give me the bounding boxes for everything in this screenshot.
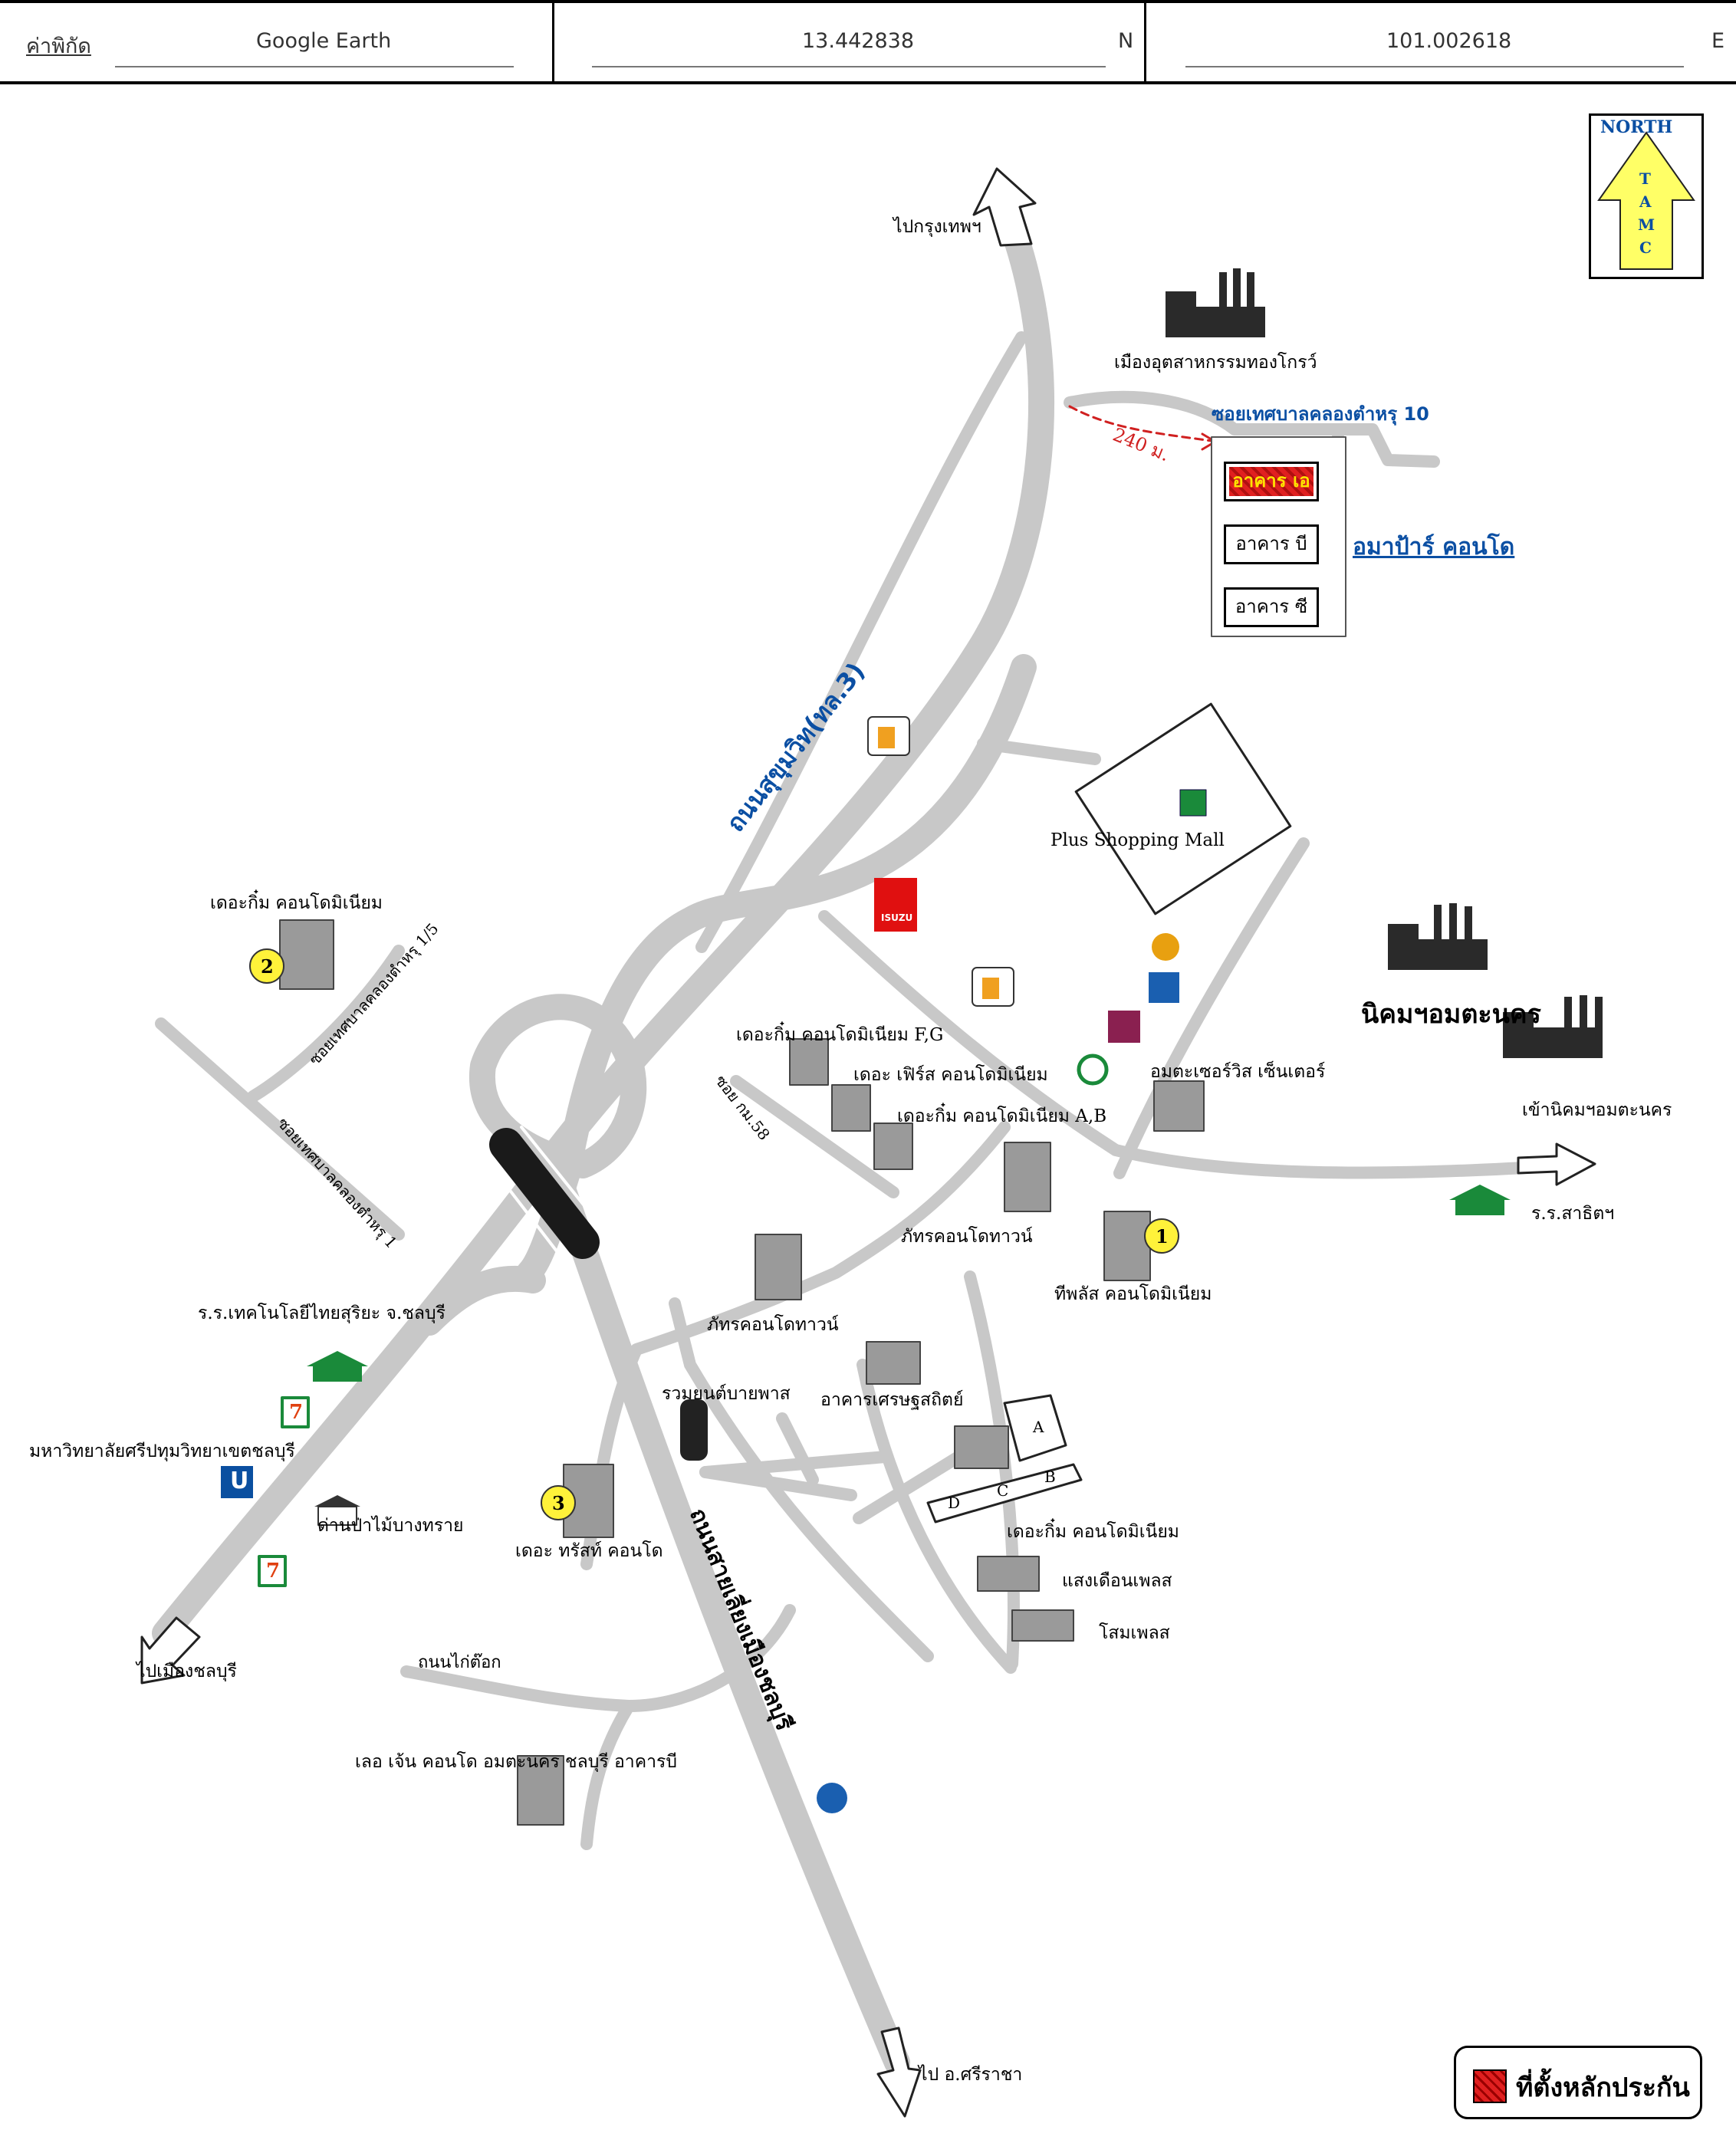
place-bus-terminal: รวมยนต์บายพาส <box>662 1384 791 1404</box>
place-the-kimm-abcd: เดอะกิ๋ม คอนโดมิเนียม <box>1007 1522 1179 1542</box>
road-label-soi-10: ซอยเทศบาลคลองตำหรุ 10 <box>1212 403 1429 425</box>
building-a-label: อาคาร เอ <box>1232 469 1310 491</box>
place-saeng-duen: แสงเดือนเพลส <box>1062 1571 1172 1591</box>
north-label: NORTH <box>1600 117 1673 137</box>
mall-icon <box>1179 789 1207 817</box>
north-arrow-icon <box>1597 131 1695 270</box>
map-legend: ที่ตั้งหลักประกัน <box>1454 2046 1702 2119</box>
overpass <box>489 1126 600 1267</box>
longitude-value: 101.002618 <box>1386 29 1512 53</box>
subject-building-c: อาคาร ซี <box>1224 587 1319 627</box>
marker-2: 2 <box>261 955 274 978</box>
place-setthasit: อาคารเศรษฐสถิตย์ <box>820 1390 964 1410</box>
number-markers <box>249 948 1179 1520</box>
latitude-value: 13.442838 <box>802 29 915 53</box>
marker-3: 3 <box>552 1492 565 1514</box>
place-the-first: เดอะ เฟิร์ส คอนโดมิเนียม <box>853 1065 1048 1085</box>
compass-letter: A <box>1639 192 1652 211</box>
coordinate-header: ค่าพิกัด Google Earth 13.442838 N 101.00… <box>0 0 1736 84</box>
poi-icons <box>221 716 1511 1813</box>
building-b-label: อาคาร บี <box>1235 533 1307 554</box>
coordinate-label: ค่าพิกัด <box>26 35 91 58</box>
latitude-direction: N <box>1118 29 1134 53</box>
compass-letter: M <box>1638 215 1655 234</box>
place-amata-nakorn: นิคมฯอมตะนคร <box>1361 999 1541 1030</box>
direction-arrows <box>140 167 1596 2118</box>
place-tech-school: ร.ร.เทคโนโลยีไทยสุริยะ จ.ชลบุรี <box>198 1303 446 1323</box>
longitude-underline <box>1185 66 1684 67</box>
marker-1: 1 <box>1156 1225 1169 1247</box>
isuzu-logo: ISUZU <box>881 912 913 923</box>
longitude-direction: E <box>1711 29 1725 53</box>
place-phattara-1: ภัทรคอนโดทาวน์ <box>901 1227 1033 1247</box>
source-underline <box>115 66 514 67</box>
block-letter-a: A <box>1033 1418 1044 1436</box>
latitude-underline <box>592 66 1106 67</box>
condo-building-icons <box>279 919 1205 1826</box>
subject-building-a: อาคาร เอ <box>1224 462 1319 501</box>
north-compass: NORTH T A M C <box>1589 113 1704 279</box>
place-school-sathit: ร.ร.สาธิตฯ <box>1531 1204 1615 1224</box>
place-the-kimm-2: เดอะกิ๋ม คอนโดมิเนียม <box>210 893 383 913</box>
direction-amata: เข้านิคมฯอมตะนคร <box>1522 1100 1672 1120</box>
direction-sriracha: ไป อ.ศรีราชา <box>919 2065 1023 2085</box>
place-tplus: ทีพลัส คอนโดมิเนียม <box>1054 1284 1212 1304</box>
place-amata-service: อมตะเซอร์วิส เซ็นเตอร์ <box>1150 1062 1326 1082</box>
header-divider <box>552 3 554 84</box>
place-phattara-2: ภัทรคอนโดทาวน์ <box>707 1315 839 1335</box>
distance-indicator <box>1068 405 1213 442</box>
subject-name: อมาป้าร์ คอนโด <box>1353 534 1515 560</box>
compass-letter: T <box>1639 169 1651 188</box>
compass-letter: C <box>1639 238 1652 257</box>
block-letter-c: C <box>997 1481 1009 1500</box>
subject-building-b: อาคาร บี <box>1224 524 1319 564</box>
university-u-icon: U <box>230 1468 249 1494</box>
place-the-kimm-ab: เดอะกิ๋ม คอนโดมิเนียม A,B <box>897 1106 1107 1126</box>
place-forest-checkpoint: ด่านป่าไม้บางทราย <box>317 1516 464 1536</box>
coordinate-source: Google Earth <box>256 29 392 53</box>
building-c-label: อาคาร ซี <box>1235 596 1308 617</box>
seven-eleven-logo: 7 <box>289 1401 304 1424</box>
minor-roads <box>155 331 1570 1850</box>
legend-label: ที่ตั้งหลักประกัน <box>1516 2072 1690 2103</box>
header-divider <box>1144 3 1146 84</box>
direction-bangkok: ไปกรุงเทพฯ <box>893 217 981 237</box>
place-plus-mall: Plus Shopping Mall <box>1050 830 1225 850</box>
place-sripatum: มหาวิทยาลัยศรีปทุมวิทยาเขตชลบุรี <box>29 1441 295 1461</box>
place-thong-krow: เมืองอุตสาหกรรมทองโกรว์ <box>1114 353 1317 373</box>
place-som-place: โสมเพลส <box>1099 1623 1170 1643</box>
location-map <box>140 167 1603 2118</box>
block-letter-d: D <box>948 1494 961 1512</box>
direction-chonburi: ไปเมืองชลบุรี <box>136 1662 237 1681</box>
seven-eleven-logo: 7 <box>266 1560 281 1583</box>
factory-icons <box>1166 268 1603 1058</box>
main-roads <box>152 205 1055 2076</box>
legend-swatch <box>1473 2069 1507 2103</box>
place-lumpini: เลอ เจ้น คอนโด อมตะนคร ชลบุรี อาคารบี <box>355 1752 677 1772</box>
block-letter-b: B <box>1044 1468 1056 1486</box>
place-the-kimm-fg: เดอะกิ๋ม คอนโดมิเนียม F,G <box>736 1025 944 1045</box>
place-the-trust: เดอะ ทรัสท์ คอนโด <box>515 1541 663 1561</box>
road-label-kai-tok: ถนนไก่ต๊อก <box>418 1653 501 1672</box>
building-blocks <box>926 1394 1083 1524</box>
